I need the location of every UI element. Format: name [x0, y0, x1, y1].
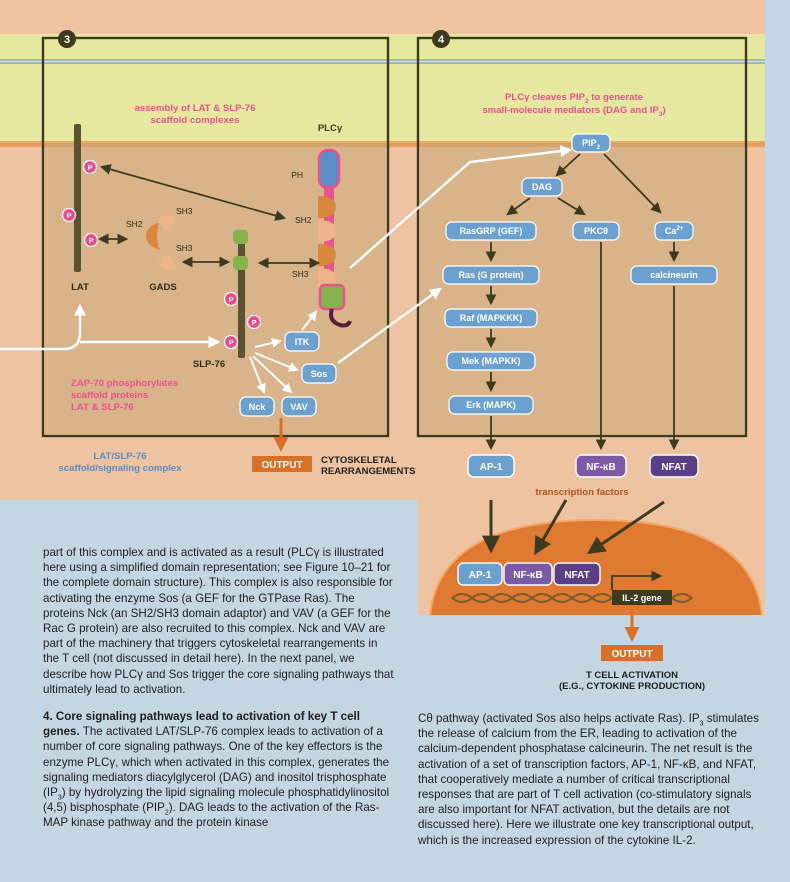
nck-box	[239, 396, 275, 417]
tcell-line1: T CELL ACTIVATION	[586, 670, 678, 681]
nck-label: Nck	[249, 402, 267, 412]
sos-box	[301, 363, 337, 384]
rasgrp-label: RasGRP (GEF)	[460, 226, 523, 236]
section-4-paragraph: 4. Core signaling pathways lead to activ…	[43, 710, 390, 830]
il2-gene-box	[612, 590, 672, 605]
pkc-label: PKCθ	[584, 226, 608, 236]
pip2-label: PIP2	[582, 138, 601, 151]
gads-sh3-label-2: SH3	[176, 243, 193, 253]
slp76-phospho-3: P	[223, 334, 239, 350]
panel-4-box	[416, 36, 748, 438]
left-text-column: part of this complex and is activated as…	[43, 545, 395, 831]
raf-label: Raf (MAPKKK)	[460, 313, 523, 323]
nfat-box	[649, 454, 699, 478]
lat-phospho-3: P	[83, 232, 99, 248]
dag-label: DAG	[532, 182, 552, 192]
pkc-box	[572, 221, 620, 241]
zap70-line3: LAT & SLP-76	[71, 402, 134, 413]
panel-3-box	[41, 36, 390, 438]
mek-label: Mek (MAPKK)	[461, 356, 520, 366]
ras-box	[442, 265, 540, 285]
transcription-factors-label: transcription factors	[535, 487, 628, 498]
plc-ph-label: PH	[291, 170, 303, 180]
calcineurin-box	[630, 265, 718, 285]
plc-ph-domain	[317, 148, 341, 190]
vav-box	[281, 396, 317, 417]
panel-4-number: 4	[438, 34, 445, 46]
nfkb-nuclear-label: NF-κB	[513, 570, 542, 581]
il2-gene-label: IL-2 gene	[622, 593, 662, 603]
panel-3-header-line2: scaffold complexes	[150, 115, 239, 126]
plc-sh2-label: SH2	[295, 215, 312, 225]
svg-text:P: P	[66, 211, 71, 220]
left-intro-paragraph: part of this complex and is activated as…	[43, 546, 394, 696]
cyto-line2: REARRANGEMENTS	[321, 466, 415, 477]
panel-4-header-line1: PLCγ cleaves PIP2 to generate	[505, 92, 643, 105]
zap70-line1: ZAP-70 phosphorylates	[71, 378, 178, 389]
raf-box	[444, 308, 538, 328]
ap1-label: AP-1	[480, 462, 503, 473]
lat-phospho-2: P	[61, 207, 77, 223]
ca-box	[654, 221, 694, 241]
slp76-phospho-2: P	[246, 314, 262, 330]
panel-4-header-line2: small-molecule mediators (DAG and IP3)	[482, 105, 665, 118]
ras-label: Ras (G protein)	[458, 270, 523, 280]
output-cyto-label: OUTPUT	[261, 460, 302, 471]
rasgrp-box	[445, 221, 537, 241]
nfat-nuclear-label: NFAT	[564, 570, 589, 581]
dag-box	[521, 177, 563, 197]
complex-label-line1: LAT/SLP-76	[93, 451, 146, 462]
panel-3-number: 3	[64, 34, 70, 46]
lat-label: LAT	[71, 282, 89, 293]
nfat-label: NFAT	[661, 462, 686, 473]
zap70-line2: scaffold proteins	[71, 390, 148, 401]
itk-box	[284, 331, 320, 352]
gads-sh3-label-1: SH3	[176, 206, 193, 216]
right-paragraph: Cθ pathway (activated Sos also helps act…	[418, 712, 759, 847]
itk-label: ITK	[295, 337, 310, 347]
complex-label-line2: scaffold/signaling complex	[58, 463, 182, 474]
slp76-phospho-1: P	[223, 291, 239, 307]
lat-phospho-1: P	[82, 159, 98, 175]
plc-sh3-label: SH3	[292, 269, 309, 279]
vav-label: VAV	[290, 402, 307, 412]
gads-sh2-label: SH2	[126, 219, 143, 229]
calcineurin-label: calcineurin	[650, 270, 698, 280]
panel-3-header-line1: assembly of LAT & SLP-76	[135, 103, 256, 114]
output-tcell-box	[601, 645, 663, 661]
gads-sh2-domain	[146, 222, 160, 250]
section-4-heading: 4. Core signaling pathways lead to activ…	[43, 710, 360, 739]
erk-label: Erk (MAPK)	[466, 400, 516, 410]
nfkb-label: NF-κB	[586, 462, 615, 473]
output-cyto-box	[252, 456, 312, 472]
plc-catalytic-domain	[318, 283, 346, 311]
svg-text:P: P	[88, 236, 93, 245]
output-tcell-label: OUTPUT	[611, 649, 652, 660]
svg-text:P: P	[251, 318, 256, 327]
slp76-label: SLP-76	[193, 359, 225, 370]
mek-box	[446, 351, 536, 371]
cyto-line1: CYTOSKELETAL	[321, 455, 397, 466]
ap1-nuclear-box	[457, 562, 503, 586]
svg-text:P: P	[228, 295, 233, 304]
ca-label: Ca2+	[665, 226, 684, 236]
svg-text:P: P	[87, 163, 92, 172]
gads-label: GADS	[149, 282, 176, 293]
right-text-column: Cθ pathway (activated Sos also helps act…	[418, 711, 770, 848]
svg-text:P: P	[228, 338, 233, 347]
plc-gamma-label: PLCγ	[318, 123, 343, 134]
tcell-line2: (E.G., CYTOKINE PRODUCTION)	[559, 681, 705, 692]
sos-label: Sos	[311, 369, 328, 379]
membrane-band	[0, 34, 765, 144]
pip2-box	[571, 133, 611, 153]
ap1-box	[467, 454, 515, 478]
nfat-nuclear-box	[553, 562, 601, 586]
nfkb-nuclear-box	[503, 562, 553, 586]
nfkb-box	[575, 454, 627, 478]
ap1-nuclear-label: AP-1	[469, 570, 492, 581]
lat-protein	[74, 124, 81, 272]
erk-box	[448, 395, 534, 415]
